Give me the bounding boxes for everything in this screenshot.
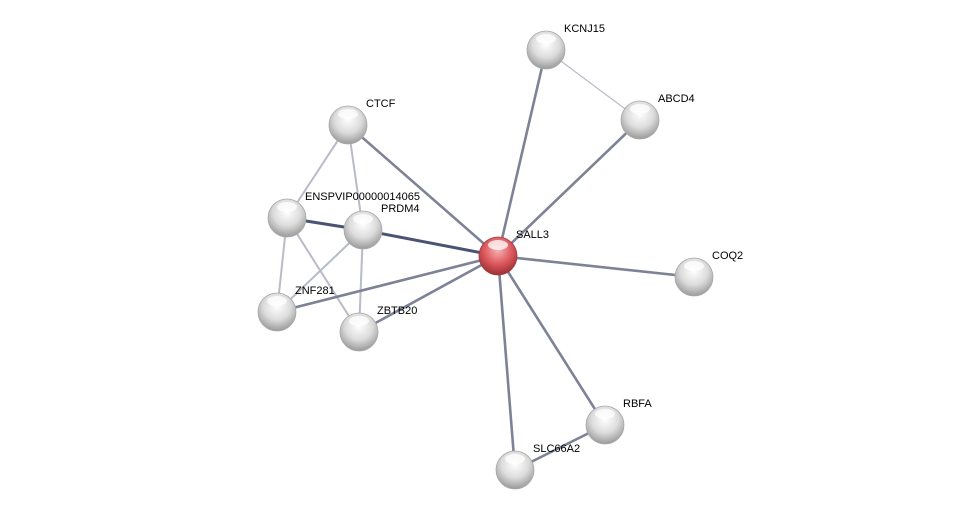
node-highlight bbox=[277, 202, 297, 212]
node-prdm4[interactable]: PRDM4 bbox=[343, 203, 420, 250]
node-highlight bbox=[505, 454, 525, 464]
node-label: KCNJ15 bbox=[564, 23, 605, 35]
node-label: ENSPVIP00000014065 bbox=[305, 191, 420, 203]
node-highlight bbox=[349, 316, 369, 326]
node-highlight bbox=[595, 409, 615, 419]
node-label: SLC66A2 bbox=[533, 443, 580, 455]
edge-ctcf-sall3[interactable] bbox=[347, 124, 499, 257]
node-label: PRDM4 bbox=[381, 203, 420, 215]
node-highlight bbox=[684, 261, 704, 271]
node-zbtb20[interactable]: ZBTB20 bbox=[339, 305, 417, 352]
edge-sall3-rbfa[interactable] bbox=[496, 255, 607, 426]
node-enspvip00000014065[interactable]: ENSPVIP00000014065 bbox=[267, 191, 420, 238]
node-highlight bbox=[488, 240, 508, 250]
node-ctcf[interactable]: CTCF bbox=[328, 98, 396, 145]
edge-abcd4-sall3[interactable] bbox=[497, 119, 641, 257]
node-highlight bbox=[630, 104, 650, 114]
node-label: ZBTB20 bbox=[377, 305, 417, 317]
node-highlight bbox=[267, 296, 287, 306]
node-label: COQ2 bbox=[712, 250, 743, 262]
node-kcnj15[interactable]: KCNJ15 bbox=[526, 23, 605, 70]
edge-kcnj15-abcd4[interactable] bbox=[545, 49, 641, 121]
edge-prdm4-znf281[interactable] bbox=[276, 229, 364, 313]
node-highlight bbox=[353, 214, 373, 224]
node-rbfa[interactable]: RBFA bbox=[585, 398, 652, 445]
node-znf281[interactable]: ZNF281 bbox=[257, 285, 335, 332]
edge-prdm4-sall3[interactable] bbox=[362, 228, 499, 258]
node-sall3[interactable]: SALL3 bbox=[478, 229, 549, 276]
edge-sall3-slc66a2[interactable] bbox=[496, 255, 517, 471]
node-label: SALL3 bbox=[516, 229, 549, 241]
node-label: CTCF bbox=[366, 98, 396, 110]
node-label: ABCD4 bbox=[658, 93, 695, 105]
node-slc66a2[interactable]: SLC66A2 bbox=[495, 443, 580, 490]
edge-zbtb20-sall3[interactable] bbox=[358, 254, 499, 334]
node-abcd4[interactable]: ABCD4 bbox=[620, 93, 695, 140]
node-highlight bbox=[536, 34, 556, 44]
edge-kcnj15-sall3[interactable] bbox=[496, 49, 548, 257]
node-highlight bbox=[338, 109, 358, 119]
node-label: RBFA bbox=[623, 398, 652, 410]
node-coq2[interactable]: COQ2 bbox=[674, 250, 743, 297]
edge-sall3-coq2[interactable] bbox=[497, 254, 695, 279]
edge-enspvip00000014065-zbtb20[interactable] bbox=[286, 217, 360, 333]
node-label: ZNF281 bbox=[295, 285, 335, 297]
edge-znf281-sall3[interactable] bbox=[276, 254, 499, 314]
